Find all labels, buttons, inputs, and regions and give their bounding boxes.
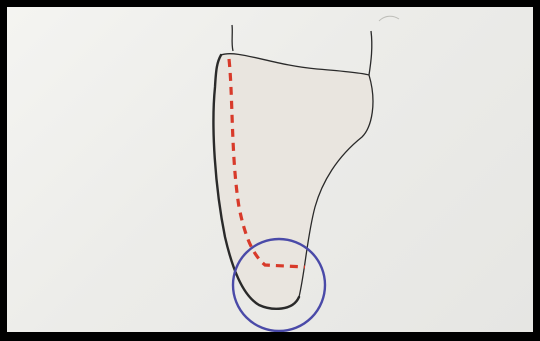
paper-background xyxy=(7,7,533,332)
pencil-mark xyxy=(379,16,399,21)
root-line-right xyxy=(369,31,372,75)
root-line-left xyxy=(232,25,233,51)
tooth-diagram xyxy=(7,7,533,332)
tooth-body xyxy=(213,54,372,309)
